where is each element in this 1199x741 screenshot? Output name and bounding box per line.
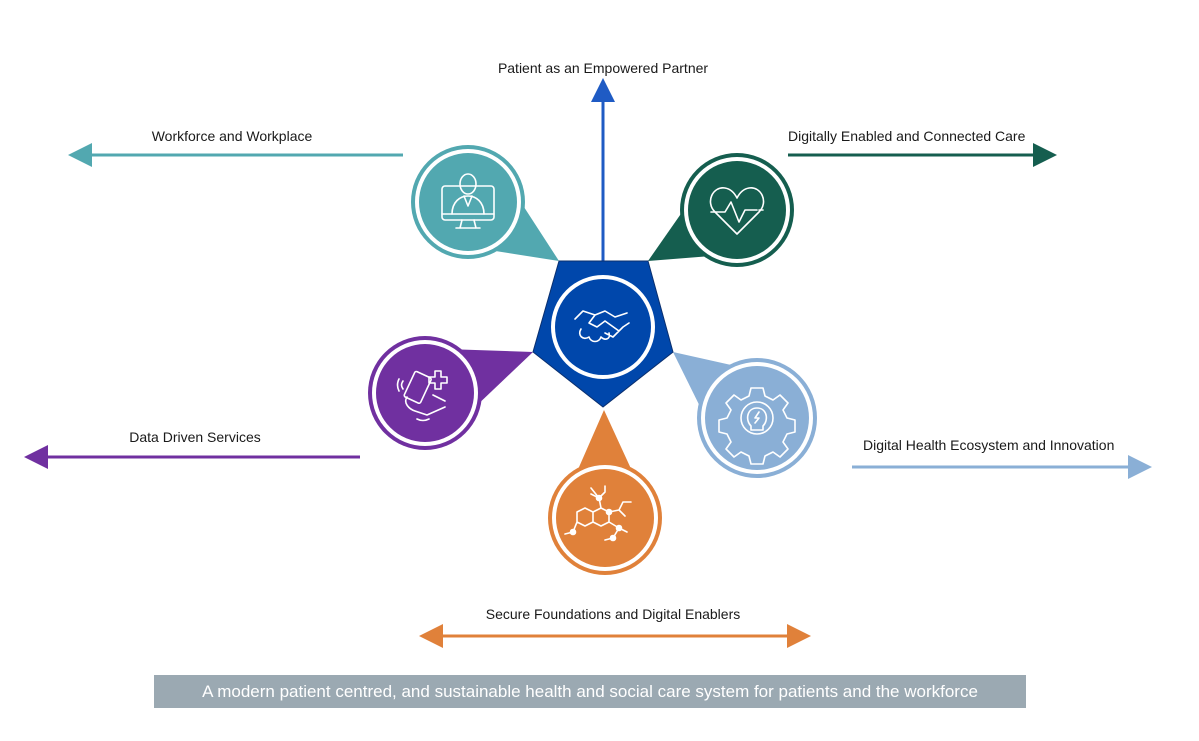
label-patient: Patient as an Empowered Partner [498, 60, 708, 76]
doctor-monitor-icon [441, 173, 495, 229]
vision-banner: A modern patient centred, and sustainabl… [154, 675, 1026, 708]
label-workforce: Workforce and Workplace [152, 128, 313, 144]
label-ecosystem: Digital Health Ecosystem and Innovation [863, 437, 1114, 453]
handshake-icon [574, 310, 630, 343]
label-foundations: Secure Foundations and Digital Enablers [486, 606, 741, 622]
molecule-icon [564, 485, 632, 542]
center-circle [555, 279, 651, 375]
label-data: Data Driven Services [129, 429, 261, 445]
hand-phone-medical-icon [396, 370, 448, 422]
heart-pulse-icon [709, 187, 765, 235]
label-connected: Digitally Enabled and Connected Care [788, 128, 1026, 144]
connected-circle [688, 161, 786, 259]
workforce-circle [419, 153, 517, 251]
foundations-circle [556, 469, 654, 567]
gear-lightbulb-icon [718, 387, 796, 465]
